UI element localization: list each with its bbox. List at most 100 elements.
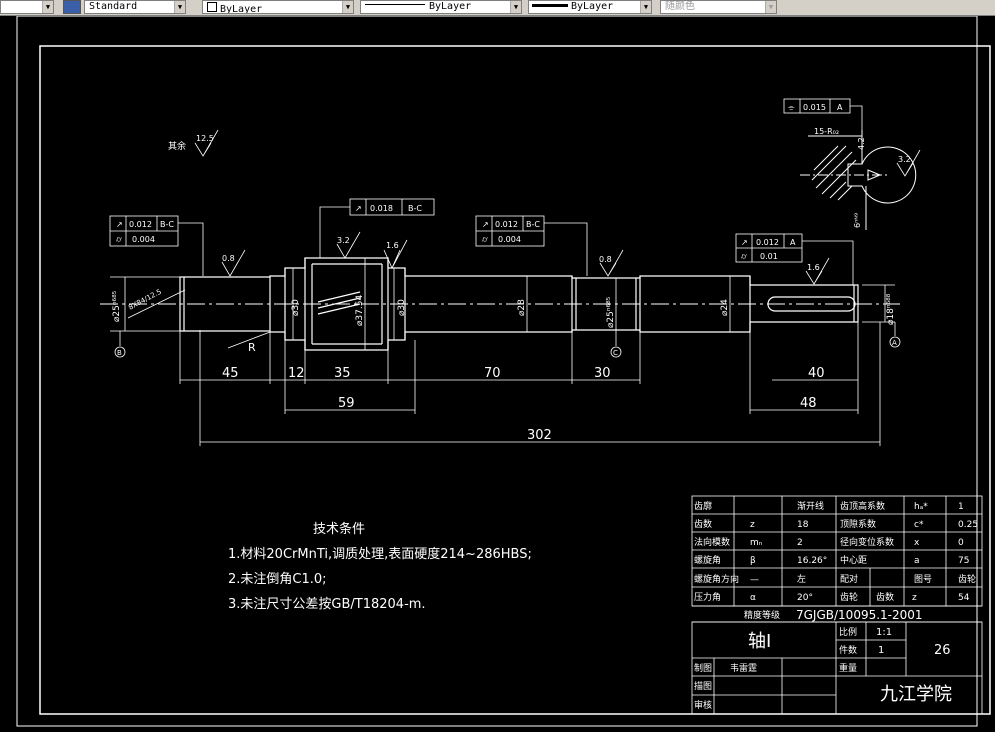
dia-label-8: ⌀18ⁿ⁶⁸⁸ — [886, 293, 896, 325]
len-302: 302 — [527, 428, 552, 443]
gear-table-cell: 法向模数 — [694, 536, 730, 548]
gear-table-cell: 螺旋角方向 — [694, 573, 739, 585]
chevron-down-icon: ▼ — [342, 1, 353, 13]
len-30: 30 — [594, 366, 611, 381]
qty-value: 1 — [878, 645, 884, 656]
keyway-slot — [767, 296, 856, 312]
linetype-value: ByLayer — [429, 1, 472, 12]
svg-text:⌯: ⌯ — [788, 103, 795, 112]
gear-table-cell: 顶隙系数 — [840, 518, 876, 530]
tol5-value: 0.015 — [803, 103, 826, 112]
school-name: 九江学院 — [880, 684, 952, 705]
length-dimensions — [179, 322, 881, 446]
datum-labels: B C A — [117, 339, 897, 357]
color-swatch-icon — [207, 2, 217, 12]
keyway-section-view — [800, 130, 917, 230]
dia-label-4: ⌀30 — [397, 299, 407, 316]
rough-rest: 12.5 — [196, 134, 214, 143]
tol3-value: 0.012 — [495, 220, 518, 229]
len-35: 35 — [334, 366, 351, 381]
gear-table-cell: x — [914, 538, 920, 548]
chamfer-label: 8X84/12.5 — [127, 288, 163, 312]
chevron-down-icon: ▼ — [510, 1, 521, 13]
dia-label-5: ⌀28 — [517, 299, 527, 316]
roughness-labels: 其余 12.5 0.8 3.2 1.6 0.8 1.6 3.2 — [168, 134, 911, 272]
svg-text:↗: ↗ — [355, 204, 362, 213]
keyway-length: 6ⁿᴺ⁹ — [853, 213, 862, 228]
lineweight-preview-icon — [532, 3, 568, 7]
weight-label: 重量 — [839, 662, 857, 674]
linetype-dropdown[interactable]: ByLayer ▼ — [360, 0, 522, 14]
length-labels: 45 12 35 70 30 40 59 48 302 — [222, 366, 825, 443]
lineweight-dropdown[interactable]: ByLayer ▼ — [528, 0, 652, 14]
tol4-datum: A — [790, 238, 796, 247]
datum-b-label: B — [117, 349, 122, 357]
diameter-labels: ⌀25ⁿ⁶⁸⁵ ⌀30 ⌀37.54 ⌀30 ⌀28 ⌀25ⁿ⁶⁸⁵ ⌀24 ⌀… — [112, 288, 896, 354]
gear-table-cell: α — [750, 593, 756, 603]
gear-table-cell: 渐开线 — [797, 500, 824, 512]
gear-table-cell: 齿轮 — [840, 591, 858, 603]
dia-label-1: ⌀25ⁿ⁶⁸⁵ — [112, 290, 122, 322]
gear-table-cell: c* — [914, 520, 924, 530]
rough-3: 1.6 — [386, 241, 399, 250]
tol3-value2: 0.004 — [498, 235, 521, 244]
qty-label: 件数 — [839, 644, 857, 656]
len-40: 40 — [808, 366, 825, 381]
gear-table-cell: 0.25 — [958, 520, 978, 530]
chevron-down-icon: ▼ — [765, 1, 776, 13]
note-2: 2.未注倒角C1.0; — [228, 572, 327, 587]
drawn-by: 韦雷霆 — [730, 663, 757, 674]
drawing-number: 26 — [934, 643, 951, 658]
tol1-value2: 0.004 — [132, 235, 155, 244]
svg-text:↗: ↗ — [741, 238, 748, 247]
text-style-partial[interactable]: ▼ — [0, 0, 54, 14]
len-45: 45 — [222, 366, 239, 381]
len-59: 59 — [338, 396, 355, 411]
text-style-dropdown[interactable]: Standard▼ — [84, 0, 186, 14]
diameter-dimensions — [110, 258, 895, 350]
gear-table-cell: 20° — [797, 593, 813, 603]
gear-table-cell: a — [914, 556, 920, 566]
properties-toolbar: ▼ Standard▼ ByLayer▼ ByLayer▼ ByLayer▼ 随… — [0, 0, 995, 16]
linetype-preview-icon — [365, 4, 425, 5]
tol5-datum: A — [837, 103, 843, 112]
svg-text:⌭: ⌭ — [116, 235, 122, 244]
chevron-down-icon: ▼ — [174, 1, 185, 13]
lineweight-value: ByLayer — [571, 1, 614, 12]
chevron-down-icon: ▼ — [640, 1, 651, 13]
gear-table-cell: 2 — [797, 538, 803, 548]
title-block-text: 轴Ⅰ 比例 1:1 件数 1 重量 26 制图 韦雷霆 描图 审核 九江学院 — [694, 626, 952, 711]
gear-table-cell: 54 — [958, 593, 970, 603]
rough-1: 0.8 — [222, 254, 235, 263]
datum-markers — [114, 322, 901, 358]
tol2-datum: B-C — [408, 204, 422, 213]
gear-table-cell: — — [750, 575, 759, 585]
radius-leader — [227, 331, 271, 349]
gear-table-cell: 图号 — [914, 574, 932, 585]
layer-color-dropdown[interactable]: ByLayer▼ — [202, 0, 354, 14]
len-70: 70 — [484, 366, 501, 381]
rough-2: 3.2 — [337, 236, 350, 245]
text-style-icon[interactable] — [63, 0, 81, 14]
tol4-value2: 0.01 — [760, 252, 778, 261]
part-name: 轴Ⅰ — [748, 631, 771, 652]
drafted-label: 描图 — [694, 680, 712, 692]
dia-label-3: ⌀37.54 — [355, 295, 365, 326]
drawing-canvas[interactable]: ⌀25ⁿ⁶⁸⁵ ⌀30 ⌀37.54 ⌀30 ⌀28 ⌀25ⁿ⁶⁸⁵ ⌀24 ⌀… — [0, 16, 995, 732]
accuracy-row: 精度等级 7GJGB/10095.1-2001 — [744, 608, 923, 622]
gear-table-cell: β — [750, 556, 756, 566]
gear-table-cell: 齿数 — [694, 518, 712, 530]
note-1: 1.材料20CrMnTi,调质处理,表面硬度214~286HBS; — [228, 546, 532, 562]
gear-table-cell: 左 — [797, 573, 806, 585]
keyway-labels: 15-R₀₂ 4.2 6ⁿᴺ⁹ — [814, 127, 866, 228]
len-12: 12 — [288, 366, 305, 381]
gear-table-cell: 18 — [797, 520, 809, 530]
drawn-label: 制图 — [694, 662, 712, 674]
tol2-value: 0.018 — [370, 204, 393, 213]
svg-text:⌭: ⌭ — [741, 252, 747, 261]
accuracy-value: 7GJGB/10095.1-2001 — [796, 608, 923, 622]
keyway-depth: 4.2 — [857, 137, 866, 150]
tol1-datum: B-C — [160, 220, 174, 229]
